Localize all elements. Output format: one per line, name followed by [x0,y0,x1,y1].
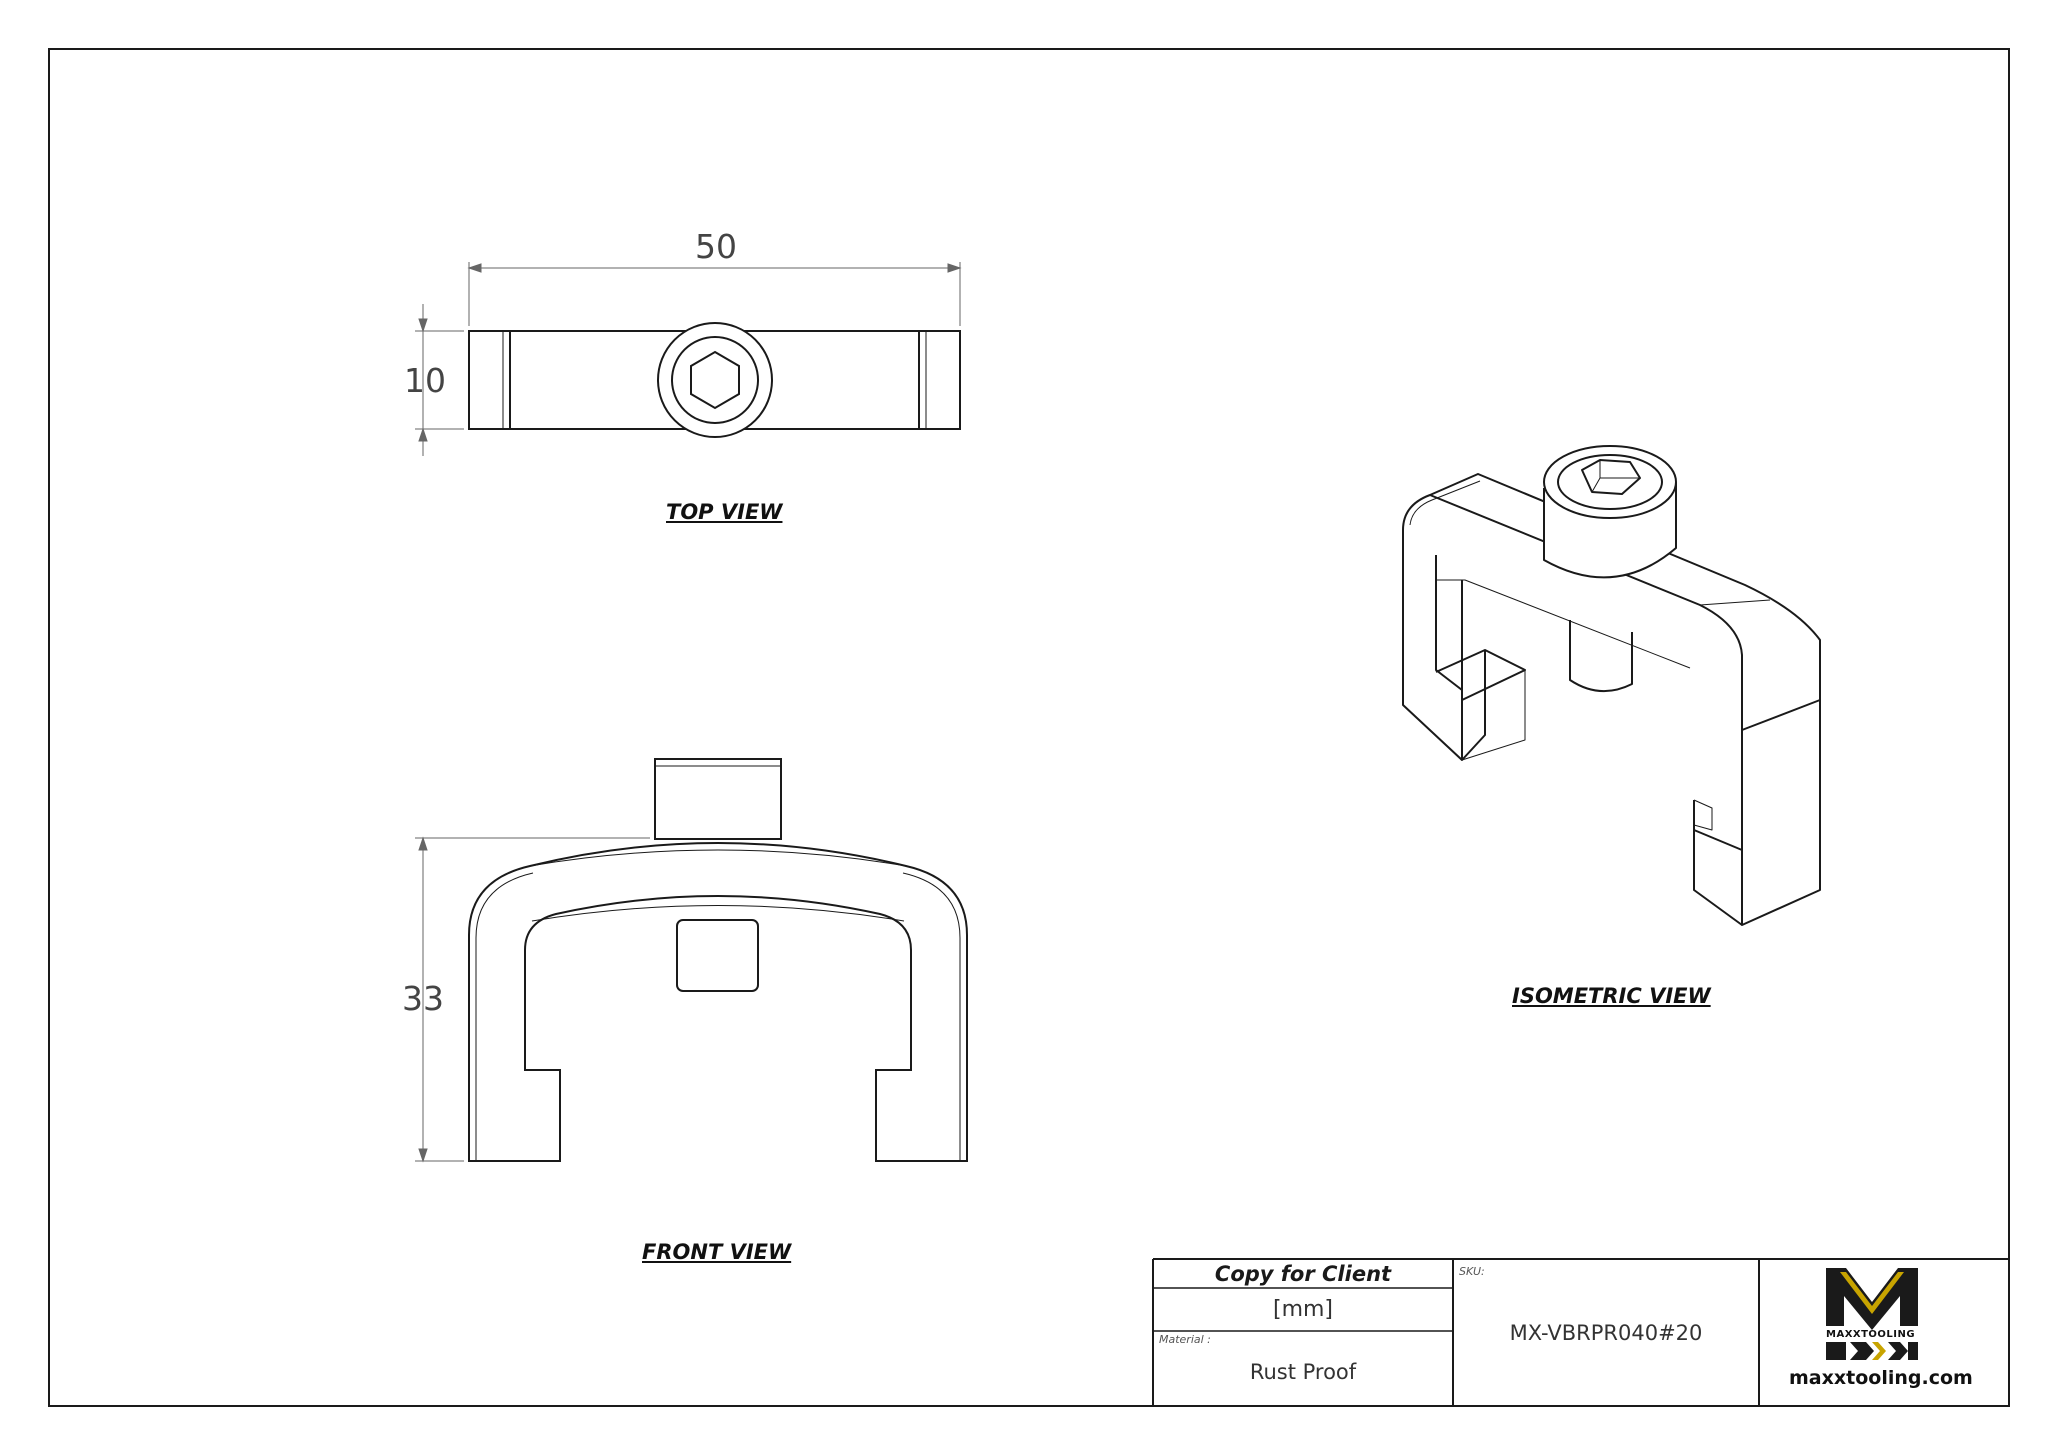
top-view-dimensions [415,262,962,456]
material-caption: Material : [1159,1333,1211,1346]
sheet-border [48,48,2010,1407]
front-view-drawing [468,758,968,1162]
top-view-drawing [468,322,961,438]
title-block-frame [1152,1258,2009,1406]
copy-for-client-label: Copy for Client [1214,1261,1392,1286]
front-view-label: FRONT VIEW [642,1240,792,1264]
website-text: maxxtooling.com [1789,1367,1973,1389]
front-height-dimension: 33 [402,979,444,1018]
maxxtooling-logo-icon [1826,1268,1918,1360]
sku-caption: SKU: [1459,1265,1485,1278]
front-view-dimensions [415,836,650,1163]
top-height-dimension: 10 [404,361,446,400]
top-view-label: TOP VIEW [666,500,783,524]
logo-wordmark: MAXXTOOLING [1826,1329,1916,1340]
material-value: Rust Proof [1249,1360,1357,1384]
sku-value: MX-VBRPR040#20 [1509,1320,1703,1345]
isometric-view-drawing [1402,445,1821,926]
top-width-dimension: 50 [695,227,737,266]
isometric-view-label: ISOMETRIC VIEW [1512,984,1711,1008]
units-label: [mm] [1272,1297,1334,1322]
title-block: Copy for Client [mm] Material : Rust Pro… [1153,1259,2009,1406]
